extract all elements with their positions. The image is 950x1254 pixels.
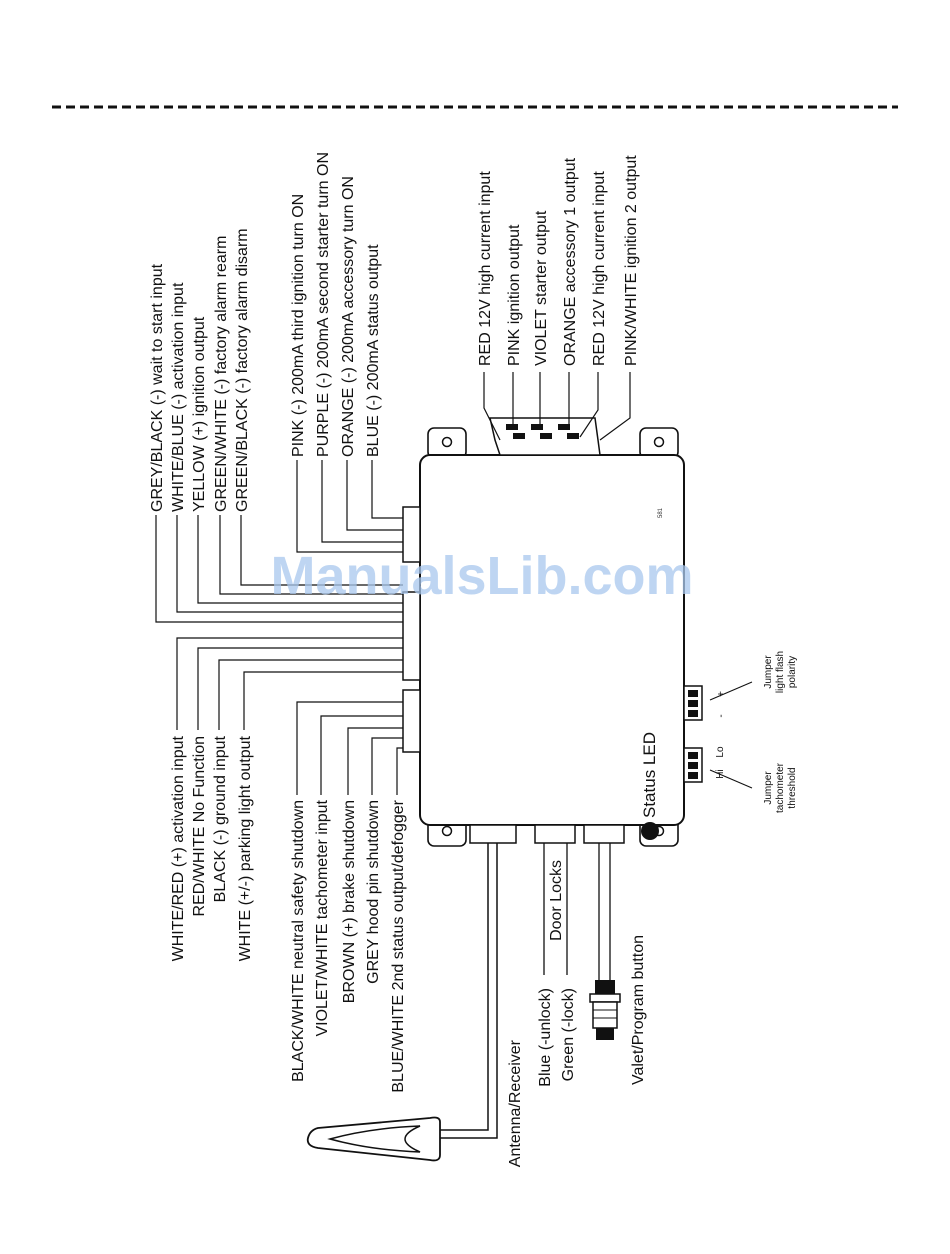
svg-text:tachometer: tachometer — [775, 762, 786, 813]
wire-label-violet-starter: VIOLET starter output — [533, 210, 550, 366]
top-mid-wire-labels: PINK (-) 200mA third ignition turn ON PU… — [290, 152, 382, 457]
status-led-label: Status LED — [640, 732, 659, 818]
svg-text:threshold: threshold — [787, 767, 798, 808]
svg-text:polarity: polarity — [787, 656, 798, 688]
wire-label-grey-hood: GREY hood pin shutdown — [365, 800, 382, 984]
valet-button-icon — [589, 980, 621, 1040]
wire-label-red-12v-1: RED 12V high current input — [477, 171, 494, 366]
top-right-wire-labels: RED 12V high current input PINK ignition… — [477, 155, 640, 366]
wire-leaders — [155, 372, 631, 795]
jumper-light-flash: Jumper light flash polarity + - — [716, 651, 798, 718]
valet-button-label: Valet/Program button — [630, 935, 647, 1085]
wire-label-brown-brake: BROWN (+) brake shutdown — [341, 800, 358, 1003]
wire-label-pink-ignition: PINK ignition output — [506, 224, 523, 366]
antenna-cable — [440, 843, 498, 1139]
bottom-mid-wire-labels: BLACK/WHITE neutral safety shutdown VIOL… — [290, 799, 407, 1092]
wire-label-black-ground: BLACK (-) ground input — [212, 735, 229, 902]
valet-wires — [598, 843, 611, 985]
wire-label-purple-200ma: PURPLE (-) 200mA second starter turn ON — [315, 152, 332, 457]
jumper-hi: Hi — [715, 769, 726, 778]
door-lock-blue-label: Blue (-unlock) — [537, 988, 554, 1087]
wire-label-blue-200ma: BLUE (-) 200mA status output — [365, 244, 382, 457]
wire-label-yellow: YELLOW (+) ignition output — [191, 316, 208, 512]
wire-label-black-white-neutral: BLACK/WHITE neutral safety shutdown — [290, 800, 307, 1082]
jumper-lo: Lo — [715, 746, 726, 758]
wire-label-pink-white-ignition2: PINK/WHITE ignition 2 output — [623, 155, 640, 366]
svg-text:Jumper: Jumper — [763, 771, 774, 805]
antenna-receiver-label: Antenna/Receiver — [507, 1039, 524, 1167]
svg-text:Jumper: Jumper — [763, 655, 774, 689]
wire-label-white-red: WHITE/RED (+) activation input — [170, 735, 187, 961]
wire-label-green-black: GREEN/BLACK (-) factory alarm disarm — [234, 228, 251, 512]
wire-label-orange-accessory: ORANGE accessory 1 output — [562, 157, 579, 366]
svg-text:light flash: light flash — [775, 651, 786, 693]
wire-label-red-12v-2: RED 12V high current input — [591, 171, 608, 366]
top-left-wire-labels: GREY/BLACK (-) wait to start input WHITE… — [149, 228, 251, 512]
antenna-receiver-icon — [306, 1116, 441, 1162]
wire-label-blue-white-status: BLUE/WHITE 2nd status output/defogger — [390, 799, 407, 1092]
wire-label-red-white: RED/WHITE No Function — [191, 736, 208, 916]
wire-label-white-parking: WHITE (+/-) parking light output — [237, 735, 254, 961]
bottom-left-wire-labels: WHITE/RED (+) activation input RED/WHITE… — [170, 735, 254, 961]
wire-label-orange-200ma: ORANGE (-) 200mA accessory turn ON — [340, 176, 357, 457]
door-locks-title: Door Locks — [548, 860, 565, 941]
jumper-tachometer: Jumper tachometer threshold Lo Hi — [715, 746, 798, 813]
jumper-plus: + — [716, 691, 727, 697]
wire-label-green-white: GREEN/WHITE (-) factory alarm rearm — [213, 236, 230, 512]
door-lock-wires — [543, 843, 568, 975]
wire-label-pink-200ma: PINK (-) 200mA third ignition turn ON — [290, 194, 307, 457]
control-module: 581 Status LED — [402, 417, 703, 847]
watermark: ManualsLib.com — [270, 546, 693, 606]
door-lock-green-label: Green (-lock) — [560, 988, 577, 1081]
wire-label-violet-white-tach: VIOLET/WHITE tachometer input — [314, 799, 331, 1036]
wire-label-grey-black: GREY/BLACK (-) wait to start input — [149, 263, 166, 512]
jumper-minus: - — [716, 714, 727, 717]
wire-label-white-blue: WHITE/BLUE (-) activation input — [170, 282, 187, 512]
unit-code: 581 — [658, 507, 664, 518]
status-led-icon — [641, 822, 659, 840]
